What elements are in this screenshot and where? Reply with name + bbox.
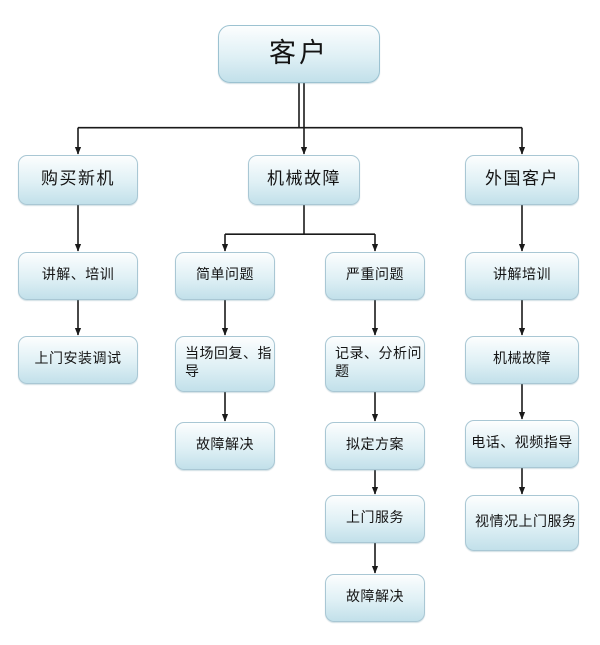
flow-node-label: 故障解决 — [196, 437, 254, 454]
flow-node-label: 外国客户 — [485, 169, 559, 190]
flow-node-root[interactable]: 客户 — [218, 25, 380, 83]
flow-node-label: 记录、分析问题 — [335, 346, 422, 380]
flow-node-m2b[interactable]: 记录、分析问题 — [325, 336, 425, 392]
flow-node-label: 机械故障 — [267, 169, 341, 190]
flow-node-label: 电话、视频指导 — [471, 435, 573, 452]
flow-node-m1a[interactable]: 简单问题 — [175, 252, 275, 300]
flow-node-label: 机械故障 — [493, 351, 551, 368]
flow-node-label: 简单问题 — [196, 267, 254, 284]
flow-node-label: 讲解、培训 — [41, 267, 115, 284]
flow-node-m2a[interactable]: 严重问题 — [325, 252, 425, 300]
flow-node-b2[interactable]: 机械故障 — [248, 155, 360, 205]
flow-node-m1c[interactable]: 故障解决 — [175, 422, 275, 470]
flow-node-r1d[interactable]: 视情况上门服务 — [465, 495, 579, 551]
flow-node-r1a[interactable]: 讲解培训 — [465, 252, 579, 300]
flow-node-label: 上门服务 — [346, 510, 404, 527]
flow-node-r1c[interactable]: 电话、视频指导 — [465, 420, 579, 468]
flow-node-label: 拟定方案 — [346, 437, 404, 454]
flow-node-l1b[interactable]: 上门安装调试 — [18, 336, 138, 384]
flow-node-label: 购买新机 — [41, 169, 115, 190]
flow-node-m2d[interactable]: 上门服务 — [325, 495, 425, 543]
flow-node-label: 当场回复、指导 — [185, 346, 272, 380]
flow-node-m2c[interactable]: 拟定方案 — [325, 422, 425, 470]
flow-node-m1b[interactable]: 当场回复、指导 — [175, 336, 275, 392]
flow-node-label: 故障解决 — [346, 589, 404, 606]
flow-node-b1[interactable]: 购买新机 — [18, 155, 138, 205]
flow-node-r1b[interactable]: 机械故障 — [465, 336, 579, 384]
flow-node-label: 客户 — [269, 37, 329, 69]
flow-node-b3[interactable]: 外国客户 — [465, 155, 579, 205]
flow-node-label: 上门安装调试 — [34, 351, 122, 368]
flow-node-label: 讲解培训 — [493, 267, 551, 284]
flow-node-l1a[interactable]: 讲解、培训 — [18, 252, 138, 300]
flow-node-label: 视情况上门服务 — [475, 514, 577, 531]
flow-node-label: 严重问题 — [346, 267, 404, 284]
flow-node-m2e[interactable]: 故障解决 — [325, 574, 425, 622]
